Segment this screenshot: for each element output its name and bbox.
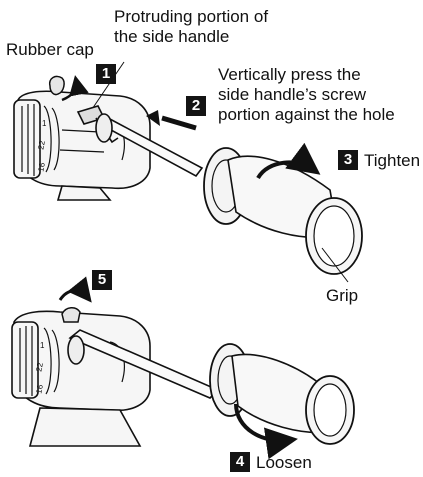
bottom-rubber-cap	[61, 307, 81, 323]
top-dial-mark-22: 22	[36, 139, 47, 150]
rubber-cap	[48, 75, 65, 96]
grip-pointer-line	[321, 247, 349, 283]
bottom-handle-rod	[67, 329, 220, 399]
bottom-dial-mark-16: 16	[34, 383, 45, 394]
press-label-line1: Vertically press the	[218, 65, 361, 84]
rubber-cap-label: Rubber cap	[6, 40, 94, 59]
press-label-line3: portion against the hole	[218, 105, 395, 124]
press-label-line2: side handle’s screw	[218, 85, 367, 104]
loosen-label: Loosen	[256, 453, 312, 472]
step-badge-1: 1	[96, 64, 116, 84]
straight-arrow-icon	[146, 110, 197, 131]
tighten-label: Tighten	[364, 151, 421, 170]
bottom-dial-mark-1: 1	[40, 341, 45, 350]
rotation-arrow-icon	[256, 142, 321, 180]
rotation-arrow-icon	[234, 403, 298, 460]
top-chuck-rings	[21, 104, 125, 176]
top-handle-rod	[76, 105, 204, 178]
bottom-dial-markings: 1 22 16	[34, 341, 45, 394]
step-badge-3: 3	[338, 150, 358, 170]
protruding-label-line2: the side handle	[114, 27, 230, 46]
step-badge-5: 5	[92, 270, 112, 290]
top-dial-markings: 1 22 16	[36, 119, 47, 172]
protruding-label-line1: Protruding portion of	[114, 7, 269, 26]
curved-arrow-icon	[61, 75, 89, 102]
top-dial-mark-16: 16	[36, 161, 47, 172]
step-badge-4: 4	[230, 452, 250, 472]
curved-arrow-icon	[58, 276, 92, 303]
grip-label: Grip	[326, 286, 359, 305]
top-dial-mark-1: 1	[42, 119, 47, 128]
step-badge-2: 2	[186, 96, 206, 116]
bottom-dial-mark-22: 22	[34, 361, 45, 372]
